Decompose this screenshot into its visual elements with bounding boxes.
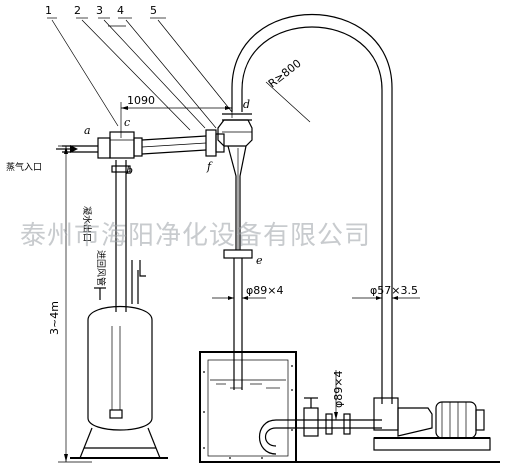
pipe-89-label: φ89×4 [246, 284, 283, 297]
point-c: c [124, 116, 130, 129]
pipe-89-pump-dimension [334, 370, 338, 420]
pipe-57-label: φ57×3.5 [370, 284, 418, 297]
callout-4: 4 [117, 4, 124, 17]
callout-5: 5 [150, 4, 157, 17]
point-d: d [243, 98, 250, 111]
condensate-tank [70, 160, 168, 459]
steam-inlet-label: 蒸气入口 [6, 161, 42, 173]
height-dimension [58, 145, 98, 463]
callout-2: 2 [74, 4, 81, 17]
tank-side-label: 进回风管 [95, 250, 107, 286]
pipe-57-dimension [352, 296, 420, 300]
ejector-diffuser [217, 113, 253, 360]
point-e: e [256, 254, 263, 267]
water-tank [199, 351, 297, 463]
pipe-89-pump-label: φ89×4 [332, 371, 345, 408]
pipe-89-dimension [212, 296, 266, 300]
return-loop-pipe [231, 14, 393, 396]
pump-line [296, 396, 491, 451]
dimension-1090-label: 1090 [127, 94, 155, 107]
callout-1: 1 [45, 4, 52, 17]
watermark-text: 泰州市海阳净化设备有限公司 [20, 221, 371, 251]
condensate-outlet-label: 凝水出口 [81, 206, 93, 242]
point-a: a [84, 124, 91, 137]
steam-inlet-arrow [56, 145, 78, 153]
callout-leaders [47, 17, 233, 131]
dimension-1090 [120, 102, 233, 138]
point-f: f [206, 160, 213, 173]
height-label: 3~4m [48, 301, 61, 335]
callout-3: 3 [96, 4, 103, 17]
radius-label: R≥800 [266, 57, 304, 91]
